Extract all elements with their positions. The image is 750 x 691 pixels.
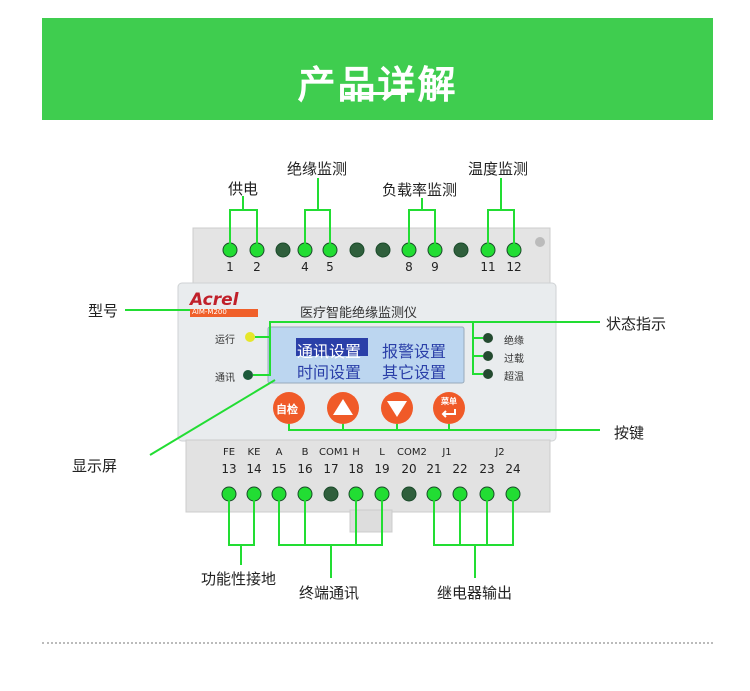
terminal-number: 5 [326, 260, 334, 274]
led-label-run: 运行 [215, 335, 235, 346]
terminal-number: 24 [505, 462, 521, 476]
terminal-label: B [301, 447, 309, 458]
callout-keys: 按键 [614, 424, 645, 442]
terminal-label: A [275, 447, 283, 458]
self-test-label: 自检 [276, 403, 298, 416]
terminal-17 [323, 486, 339, 502]
terminal-label: FE [222, 447, 236, 458]
terminal-number: 15 [271, 462, 287, 476]
terminal-label: L [379, 447, 385, 458]
led-label-overtemp: 超温 [504, 372, 524, 383]
terminal-label: COM2 [397, 447, 427, 458]
terminal-number: 9 [431, 260, 439, 274]
terminal-number: 22 [452, 462, 468, 476]
terminal-label: KE [247, 447, 261, 458]
divider [42, 642, 713, 644]
terminal-number: 1 [226, 260, 234, 274]
brand-logo: Acrel [190, 290, 239, 310]
menu-label: 菜单 [441, 397, 457, 406]
model-bar [190, 309, 258, 317]
led-label-comm: 通讯 [215, 373, 235, 384]
page-title: 产品详解 [297, 63, 458, 107]
terminal-3 [275, 242, 291, 258]
terminal-number: 20 [401, 462, 417, 476]
callout-load: 负载率监测 [382, 181, 458, 199]
up-arrow-icon [333, 399, 353, 415]
terminal-10 [453, 242, 469, 258]
terminal-number: 2 [253, 260, 261, 274]
menu-enter-button [433, 392, 465, 424]
lcd-item-time: 时间设置 [297, 363, 362, 382]
callout-lines [125, 178, 600, 578]
terminal-number: 21 [426, 462, 442, 476]
callout-insulation: 绝缘监测 [287, 160, 348, 178]
lcd-item-alarm: 报警设置 [382, 342, 447, 361]
terminal-number: 12 [506, 260, 522, 274]
model-label: AIM-M200 [192, 308, 227, 316]
terminal-label: J1 [442, 447, 452, 458]
callout-comm: 终端通讯 [299, 584, 360, 602]
down-arrow-icon [387, 401, 407, 417]
device-name: 医疗智能绝缘监测仪 [300, 306, 418, 321]
self-test-button [273, 392, 305, 424]
callout-ground: 功能性接地 [201, 570, 277, 588]
terminal-number: 16 [297, 462, 313, 476]
enter-icon [441, 409, 456, 418]
callout-display: 显示屏 [72, 457, 118, 475]
terminal-label: J2 [495, 447, 505, 458]
terminal-20 [401, 486, 417, 502]
terminal-number: 4 [301, 260, 309, 274]
terminal-number: 14 [246, 462, 262, 476]
terminal-number: 17 [323, 462, 339, 476]
terminal-number: 19 [374, 462, 390, 476]
terminal-number: 8 [405, 260, 413, 274]
callout-status: 状态指示 [606, 315, 667, 333]
header-banner: 产品详解 [42, 18, 713, 120]
callout-relay: 继电器输出 [437, 584, 513, 602]
terminal-7 [375, 242, 391, 258]
terminal-6 [349, 242, 365, 258]
title-underline [345, 92, 407, 95]
buttons [273, 392, 465, 424]
lcd-item-comm: 通讯设置 [297, 342, 362, 361]
terminal-label: COM1 [319, 447, 349, 458]
terminal-number: 23 [479, 462, 495, 476]
terminal-number: 11 [480, 260, 496, 274]
led-label-insulation: 绝缘 [504, 336, 524, 347]
callout-temperature: 温度监测 [468, 160, 529, 178]
lcd-item-other: 其它设置 [382, 363, 447, 382]
callout-power: 供电 [228, 180, 259, 198]
terminal-label: H [352, 447, 360, 458]
top-housing [192, 227, 551, 289]
callout-model: 型号 [88, 302, 119, 320]
terminal-number: 13 [221, 462, 237, 476]
led-label-overload: 过载 [504, 354, 524, 365]
terminal-number: 18 [348, 462, 364, 476]
